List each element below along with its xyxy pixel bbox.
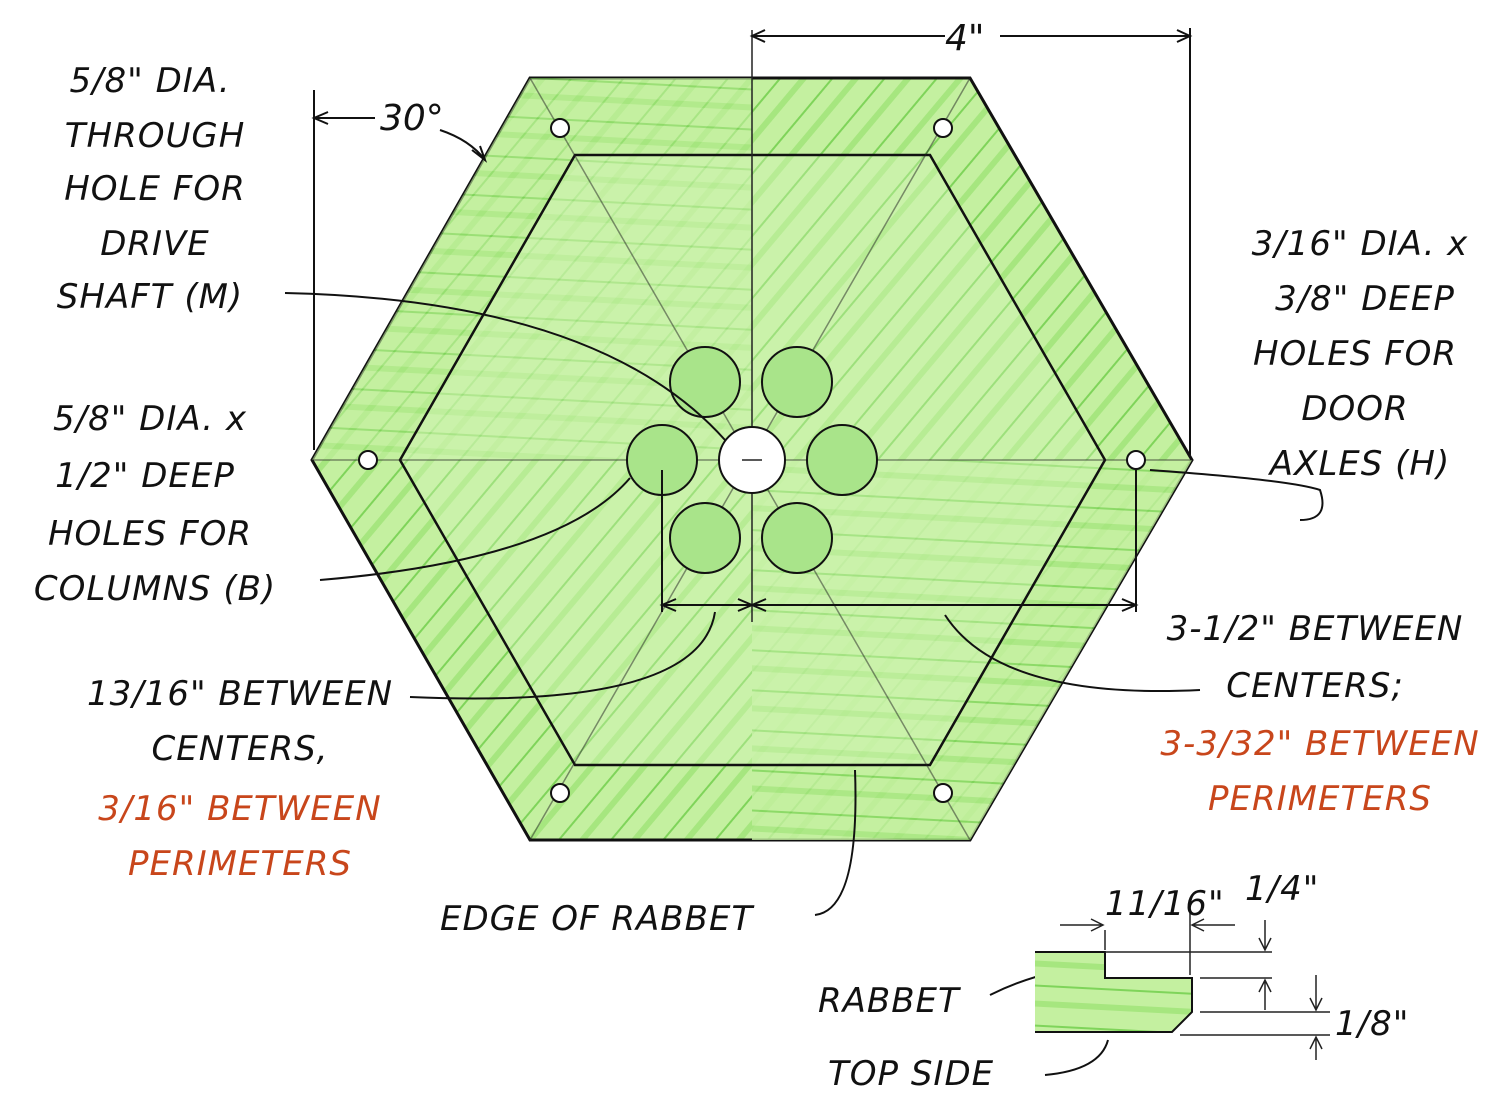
- svg-text:HOLES FOR: HOLES FOR: [1253, 334, 1457, 374]
- svg-text:PERIMETERS: PERIMETERS: [128, 844, 352, 884]
- svg-text:13/16" BETWEEN: 13/16" BETWEEN: [87, 674, 393, 714]
- label-rabbet: RABBET: [818, 981, 961, 1021]
- svg-text:COLUMNS (B): COLUMNS (B): [34, 569, 276, 609]
- svg-text:SHAFT (M): SHAFT (M): [57, 277, 243, 317]
- hexagon-plate: [310, 30, 1194, 842]
- dim-1-8: 1/8": [1335, 1004, 1409, 1044]
- svg-text:3/16" BETWEEN: 3/16" BETWEEN: [98, 789, 381, 829]
- dim-11-16: 11/16": [1105, 884, 1225, 924]
- rabbet-section-detail: 11/16" 1/4" 1/8" RABBET TOP SIDE: [818, 869, 1409, 1094]
- svg-text:PERIMETERS: PERIMETERS: [1208, 779, 1432, 819]
- svg-text:1/2" DEEP: 1/2" DEEP: [55, 456, 235, 496]
- svg-text:HOLES FOR: HOLES FOR: [48, 514, 252, 554]
- axle-holes: [358, 118, 1146, 803]
- label-between-13-16: 13/16" BETWEEN CENTERS, 3/16" BETWEEN PE…: [87, 674, 393, 884]
- label-drive-shaft: 5/8" DIA. THROUGH HOLE FOR DRIVE SHAFT (…: [57, 61, 246, 317]
- svg-text:CENTERS,: CENTERS,: [152, 729, 329, 769]
- svg-text:THROUGH: THROUGH: [65, 116, 246, 156]
- svg-text:5/8" DIA. x: 5/8" DIA. x: [53, 399, 247, 439]
- svg-text:CENTERS;: CENTERS;: [1226, 666, 1404, 706]
- svg-text:AXLES (H): AXLES (H): [1268, 444, 1450, 484]
- svg-text:DOOR: DOOR: [1301, 389, 1408, 429]
- label-top-side: TOP SIDE: [828, 1054, 994, 1094]
- label-columns: 5/8" DIA. x 1/2" DEEP HOLES FOR COLUMNS …: [34, 399, 276, 609]
- svg-text:3/8" DEEP: 3/8" DEEP: [1275, 279, 1455, 319]
- label-edge-of-rabbet: EDGE OF RABBET: [440, 899, 754, 939]
- svg-text:3-3/32" BETWEEN: 3-3/32" BETWEEN: [1160, 724, 1479, 764]
- angle-dimension: 30°: [380, 98, 444, 139]
- svg-text:3-1/2" BETWEEN: 3-1/2" BETWEEN: [1167, 609, 1464, 649]
- svg-text:DRIVE: DRIVE: [100, 224, 210, 264]
- label-door-axles: 3/16" DIA. x 3/8" DEEP HOLES FOR DOOR AX…: [1252, 224, 1469, 484]
- svg-text:5/8" DIA.: 5/8" DIA.: [69, 61, 230, 101]
- label-between-3-1-2: 3-1/2" BETWEEN CENTERS; 3-3/32" BETWEEN …: [1160, 609, 1479, 819]
- dim-1-4: 1/4": [1245, 869, 1319, 909]
- column-holes: [626, 346, 878, 574]
- svg-text:HOLE FOR: HOLE FOR: [64, 169, 246, 209]
- width-dimension: 4": [945, 18, 984, 59]
- svg-text:3/16" DIA. x: 3/16" DIA. x: [1252, 224, 1469, 264]
